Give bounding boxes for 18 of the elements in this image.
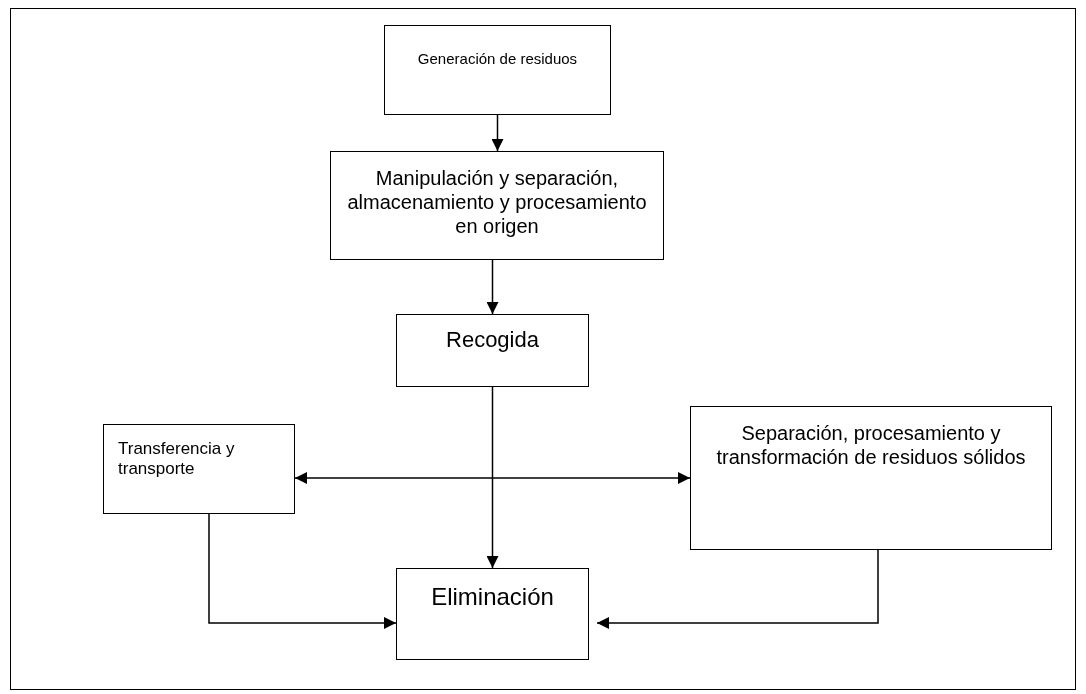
- process-box: [396, 568, 589, 660]
- process-box: [103, 424, 295, 514]
- box-label: Transferencia y transporte: [117, 439, 236, 480]
- box-label: Separación, procesamiento y transformación de residuos sólidos: [715, 421, 1027, 469]
- arrow: [491, 114, 504, 152]
- box-label: Recogida: [445, 327, 540, 354]
- process-box: [396, 314, 589, 387]
- box-label: Eliminación: [430, 583, 555, 612]
- arrow: [486, 259, 499, 315]
- arrow: [486, 386, 499, 569]
- box-label: Manipulación y separación, almacenamiento y procesamiento en origen: [346, 166, 648, 238]
- arrow: [294, 472, 691, 484]
- process-box: [384, 25, 611, 115]
- arrow: [596, 549, 879, 629]
- process-box: [330, 151, 664, 260]
- process-box: [690, 406, 1052, 550]
- arrow: [208, 513, 397, 629]
- box-label: Generación de residuos: [416, 50, 579, 68]
